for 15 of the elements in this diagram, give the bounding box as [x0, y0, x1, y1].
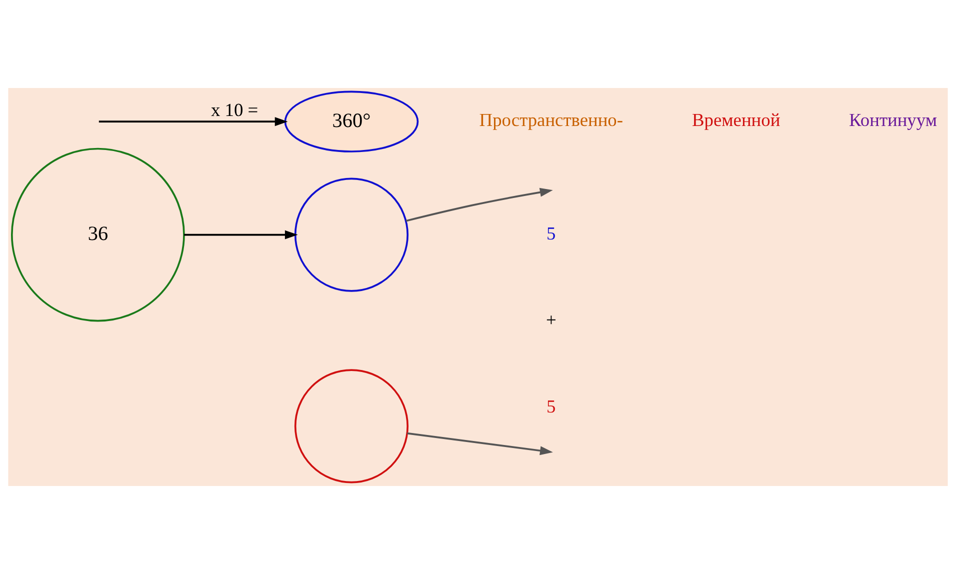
label: 5 [546, 396, 556, 416]
arrow [406, 187, 553, 222]
arrow [98, 116, 288, 126]
label: + [546, 309, 556, 330]
label: Пространственно- [479, 110, 624, 130]
node-circle [294, 177, 409, 292]
label: Континуум [849, 110, 937, 130]
node-circle: 36 [10, 147, 185, 322]
node-circle [294, 368, 409, 483]
edge-label: x 10 = [211, 100, 258, 120]
label: Временной [692, 110, 780, 130]
label: 5 [546, 222, 556, 243]
arrow [184, 230, 298, 239]
node-ellipse: 360° [284, 90, 419, 152]
arrow [407, 432, 553, 455]
